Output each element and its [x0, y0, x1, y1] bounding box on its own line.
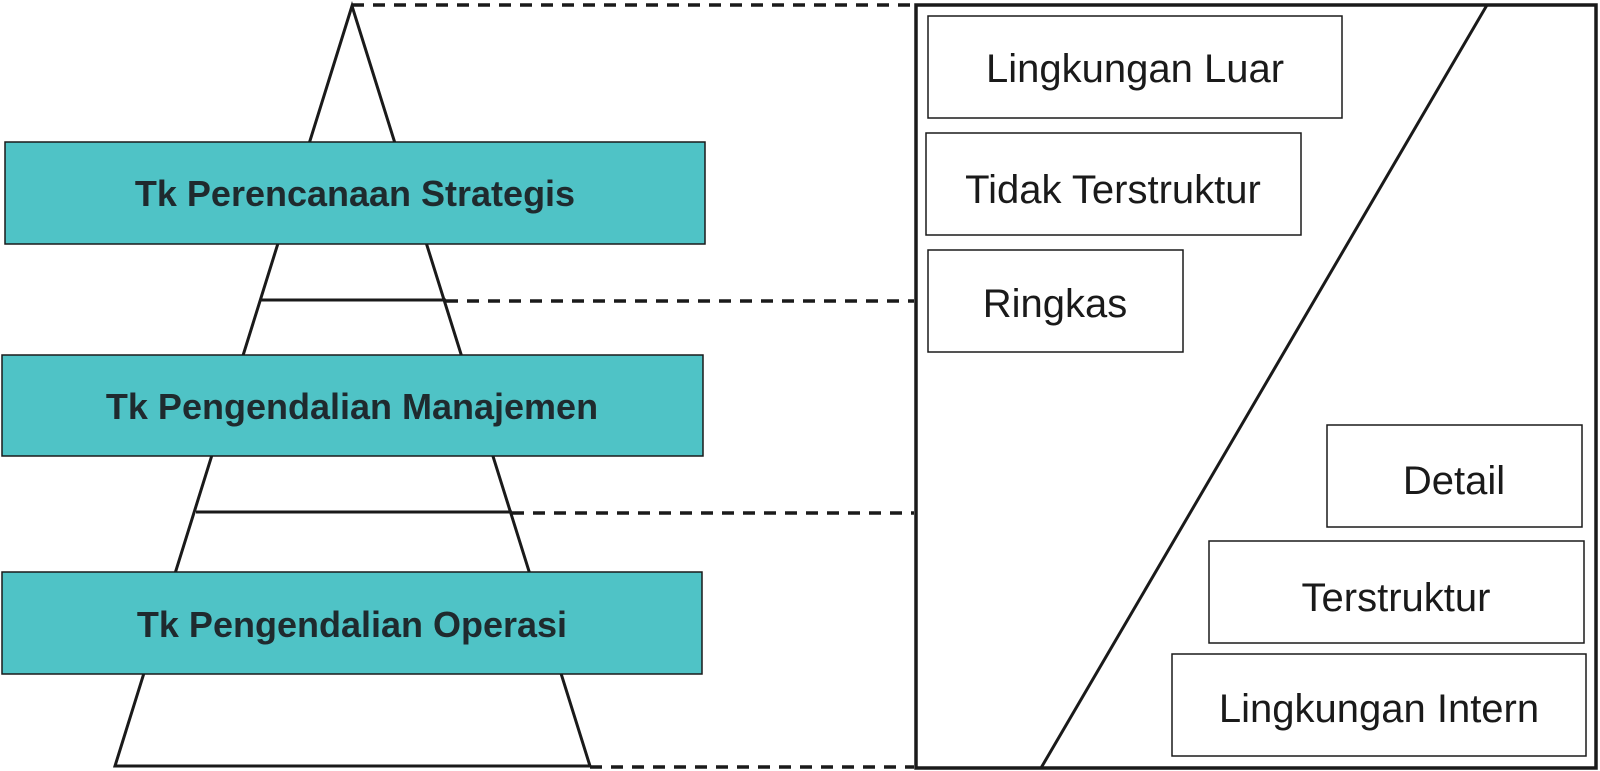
level-band-strategic-label: Tk Perencanaan Strategis [135, 173, 575, 214]
char-box-detail: Detail [1326, 424, 1583, 528]
char-box-summary: Ringkas [927, 249, 1184, 353]
char-label-external-environment: Lingkungan Luar [986, 47, 1284, 91]
char-label-internal-environment: Lingkungan Intern [1219, 687, 1539, 731]
char-box-external-environment: Lingkungan Luar [927, 15, 1343, 119]
char-box-internal-environment: Lingkungan Intern [1171, 653, 1587, 757]
char-label-detail: Detail [1403, 459, 1505, 503]
char-box-structured: Terstruktur [1208, 540, 1585, 644]
level-band-strategic-box [4, 141, 706, 245]
level-band-operational-label: Tk Pengendalian Operasi [137, 604, 567, 645]
char-label-structured: Terstruktur [1302, 576, 1491, 620]
level-band-strategic: Tk Perencanaan Strategis [4, 141, 706, 245]
characteristics-diagonal [1039, 4, 1489, 769]
dashed-connectors [352, 3, 914, 769]
level-band-management-label: Tk Pengendalian Manajemen [106, 386, 598, 427]
level-band-operational-box [1, 571, 703, 675]
char-label-summary: Ringkas [983, 282, 1128, 326]
level-band-management: Tk Pengendalian Manajemen [1, 354, 704, 457]
level-band-management-box [1, 354, 704, 457]
level-band-operational: Tk Pengendalian Operasi [1, 571, 703, 675]
char-label-unstructured: Tidak Terstruktur [965, 168, 1261, 212]
char-box-unstructured: Tidak Terstruktur [925, 132, 1302, 236]
